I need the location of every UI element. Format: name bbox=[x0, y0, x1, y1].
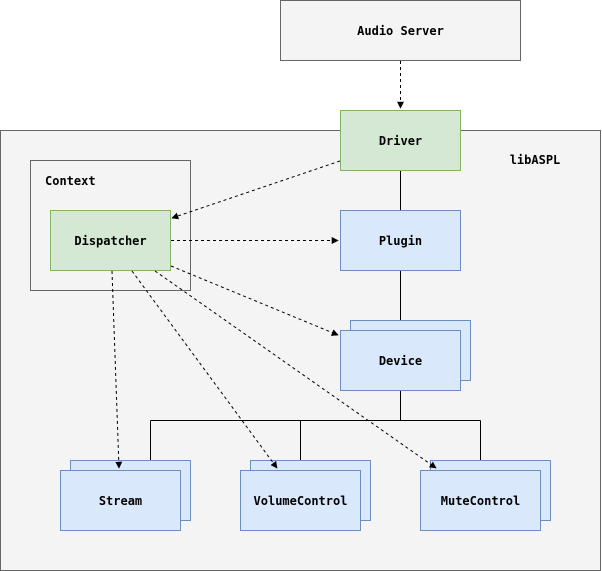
libaspl-label: libASPL bbox=[510, 153, 561, 167]
mute-control-node: MuteControl bbox=[420, 460, 551, 531]
dispatcher-to-stream-arrow bbox=[111, 270, 123, 469]
audio-server-node: Audio Server bbox=[280, 0, 521, 61]
volume-control-label: VolumeControl bbox=[254, 494, 348, 508]
volume-control-node: VolumeControl bbox=[240, 460, 371, 531]
audio-server-label: Audio Server bbox=[357, 24, 444, 38]
dispatcher-to-volume-control-arrow bbox=[131, 270, 278, 469]
context-label: Context bbox=[45, 174, 96, 188]
dashed-arrows bbox=[111, 61, 437, 469]
dispatcher-to-device-arrow bbox=[170, 265, 339, 336]
device-node: Device bbox=[340, 320, 471, 391]
mute-control-label: MuteControl bbox=[441, 494, 520, 508]
stream-node: Stream bbox=[60, 460, 191, 531]
dispatcher-label: Dispatcher bbox=[74, 234, 146, 248]
driver-node: Driver bbox=[340, 110, 461, 171]
plugin-label: Plugin bbox=[379, 234, 422, 248]
plugin-node: Plugin bbox=[340, 210, 461, 271]
stream-label: Stream bbox=[99, 494, 142, 508]
driver-label: Driver bbox=[379, 134, 422, 148]
dispatcher-node: Dispatcher bbox=[50, 210, 171, 271]
device-label: Device bbox=[379, 354, 422, 368]
